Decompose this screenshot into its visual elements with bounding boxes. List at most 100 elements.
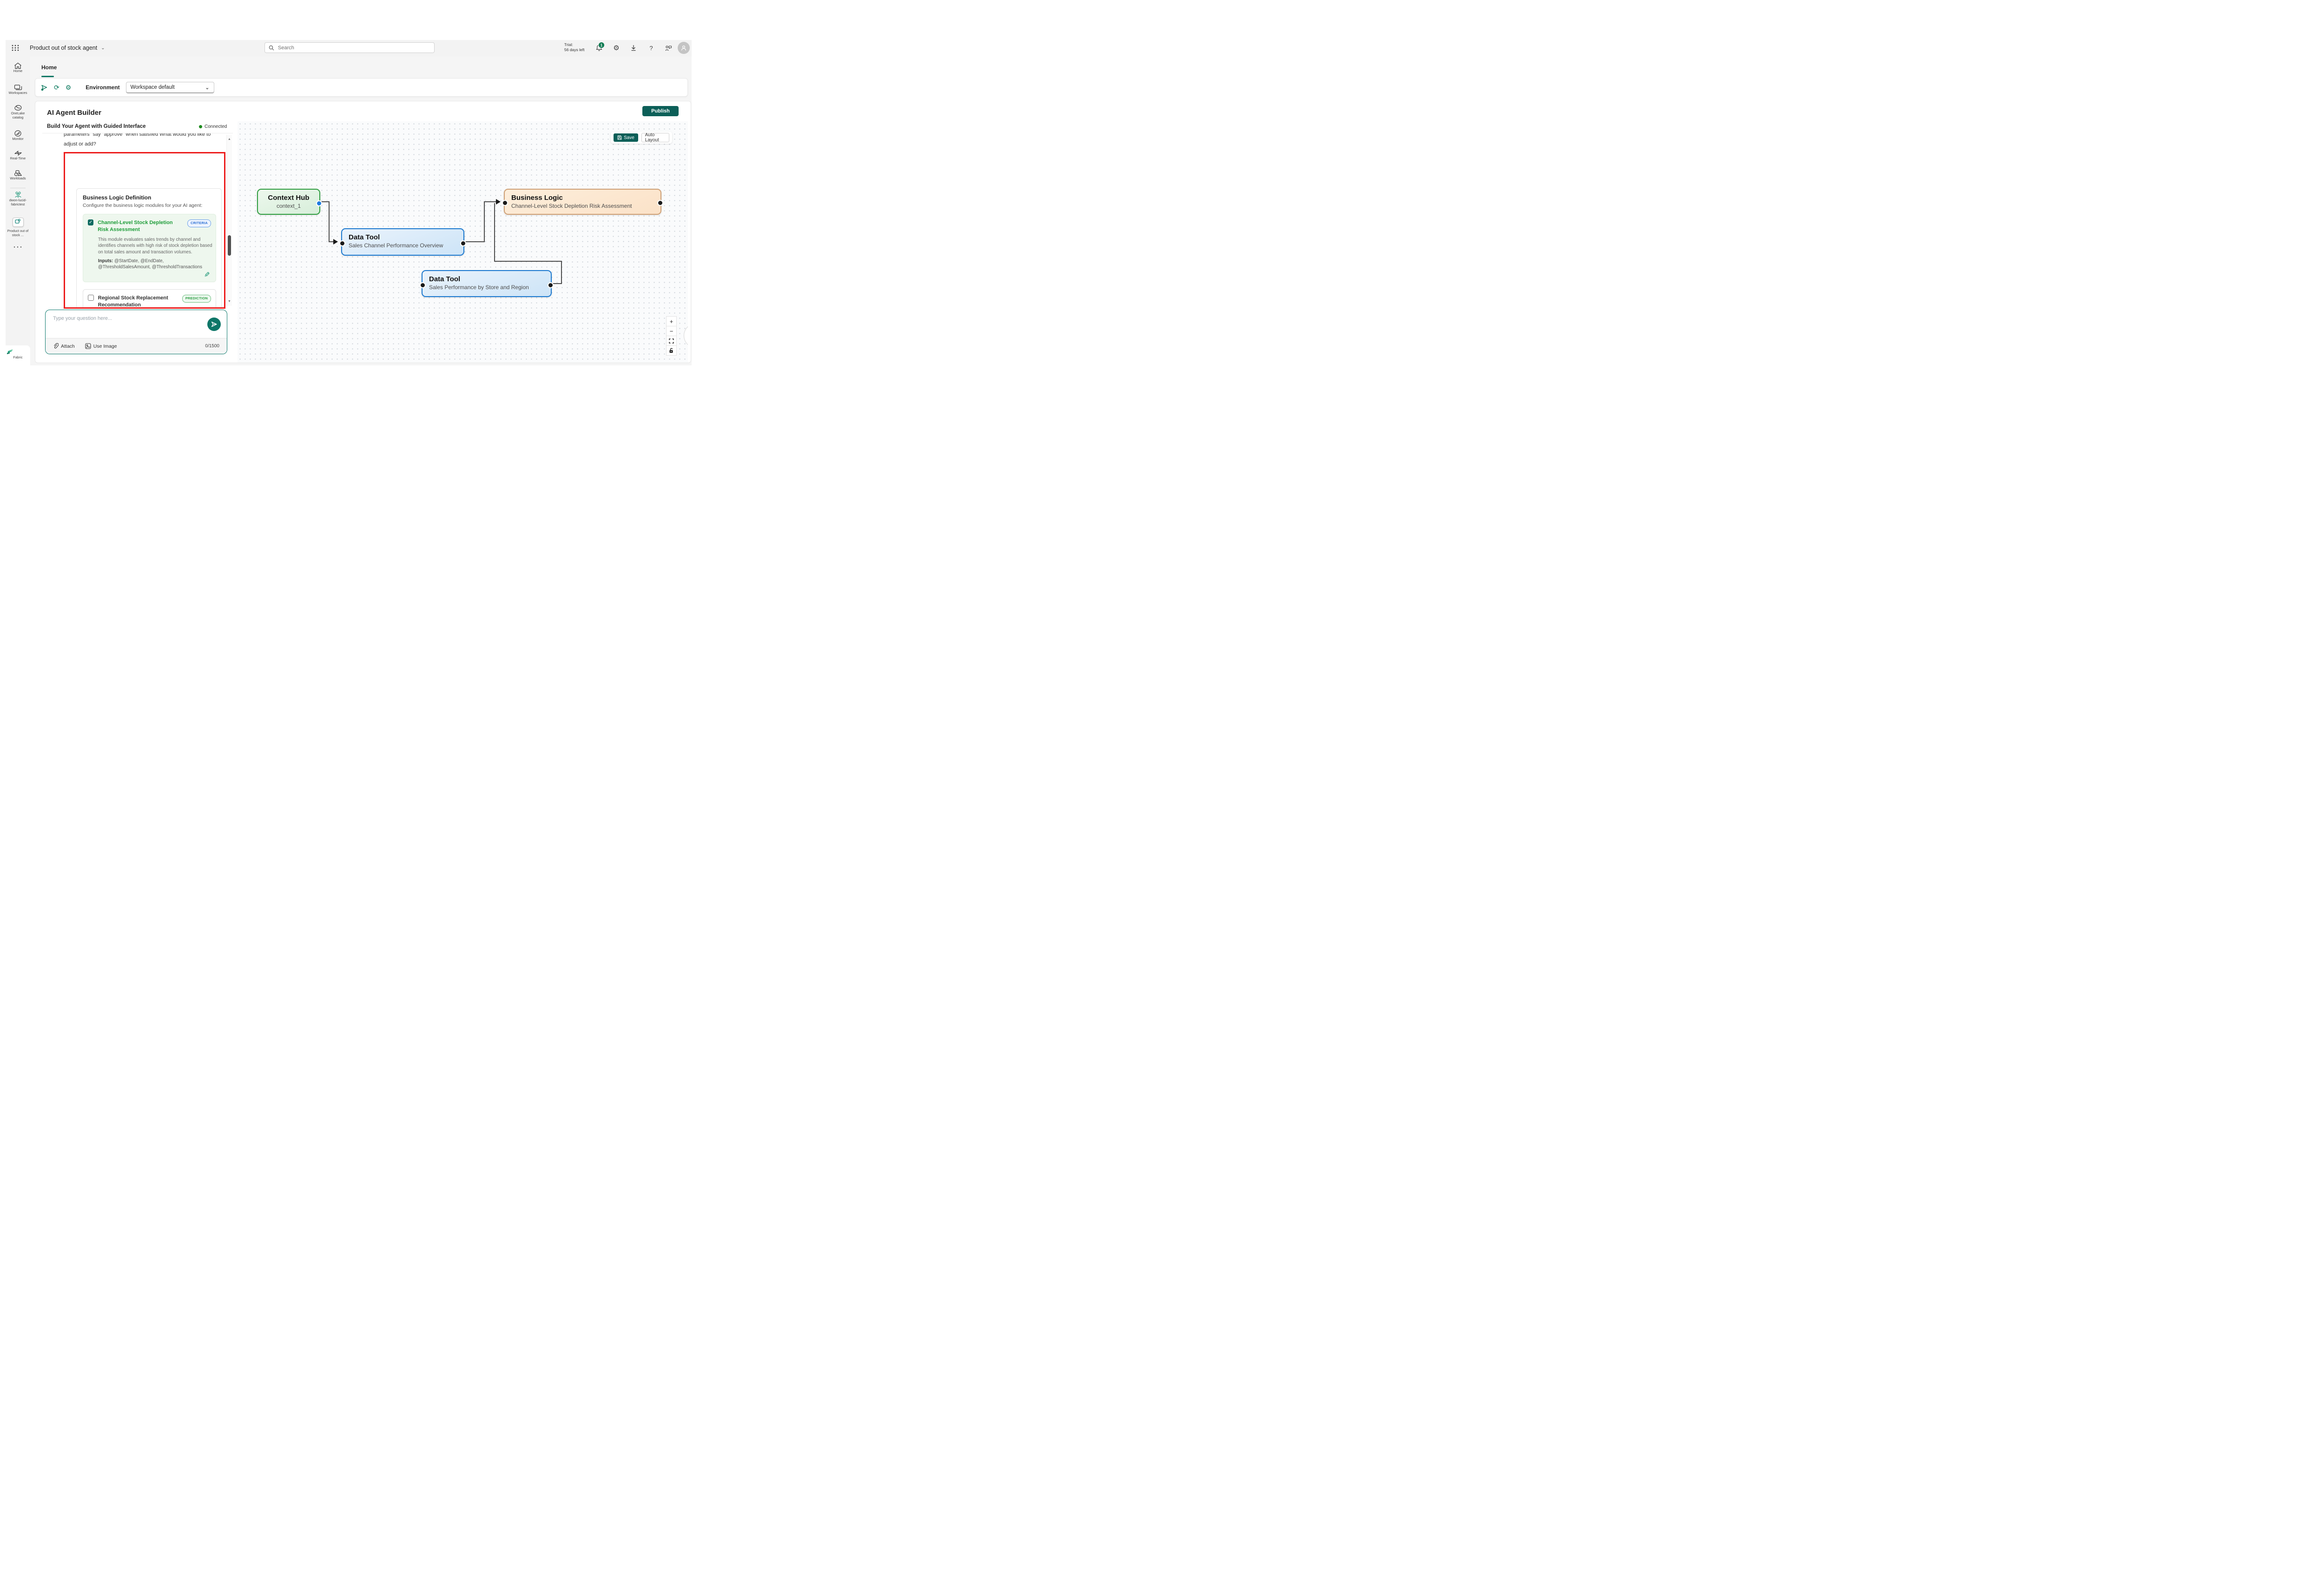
- sidebar-item-home[interactable]: Home: [6, 62, 30, 73]
- node-data-tool-2[interactable]: Data Tool Sales Performance by Store and…: [422, 270, 552, 297]
- fit-view-button[interactable]: [666, 336, 677, 346]
- port-in[interactable]: [339, 240, 345, 246]
- search-icon: [269, 45, 274, 51]
- workspace-dropdown[interactable]: Workspace default ⌄: [126, 82, 214, 93]
- chat-input-footer: Attach Use Image 0/1500: [46, 338, 227, 354]
- scrollbar-thumb[interactable]: [228, 235, 231, 256]
- question-input[interactable]: [52, 315, 193, 339]
- port-out[interactable]: [657, 200, 663, 206]
- edge-segment: [329, 201, 330, 242]
- people-group-icon: [13, 191, 23, 199]
- module1-description: This module evaluates sales trends by ch…: [98, 237, 215, 255]
- arrowhead-into-businesslogic: [496, 199, 501, 205]
- settings-gear-icon[interactable]: ⚙: [611, 43, 621, 53]
- port-in[interactable]: [420, 282, 426, 288]
- edit-pencil-icon[interactable]: ✎: [204, 271, 210, 279]
- module1-inputs: Inputs: @StartDate, @EndDate, @Threshold…: [98, 258, 215, 270]
- module1-checkbox[interactable]: ✓: [88, 219, 93, 225]
- onelake-icon: [14, 105, 22, 112]
- module2-title: Regional Stock Replacement Recommendatio…: [98, 295, 178, 307]
- app-launcher-icon[interactable]: [11, 44, 20, 52]
- fabric-logo[interactable]: [6, 345, 30, 356]
- sidebar-item-workspaces[interactable]: Workspaces: [6, 84, 30, 95]
- node-subtitle: Sales Performance by Store and Region: [429, 284, 544, 291]
- module-card-prediction[interactable]: Regional Stock Replacement Recommendatio…: [83, 289, 216, 307]
- save-button[interactable]: Save: [614, 133, 638, 142]
- node-context-hub[interactable]: Context Hub context_1: [257, 189, 320, 215]
- node-data-tool-1[interactable]: Data Tool Sales Channel Performance Over…: [341, 228, 464, 256]
- paperclip-icon: [53, 343, 59, 349]
- scroll-down-icon[interactable]: ▼: [227, 300, 231, 303]
- port-out[interactable]: [548, 282, 554, 288]
- run-icon[interactable]: [41, 84, 48, 91]
- send-icon: [211, 321, 218, 328]
- edge-peek-button[interactable]: [684, 323, 688, 348]
- search-input[interactable]: [277, 45, 430, 51]
- port-in[interactable]: [502, 200, 508, 206]
- chevron-down-icon: ⌄: [101, 46, 105, 51]
- sidebar-item-real-time[interactable]: Real-Time: [6, 150, 30, 161]
- auto-layout-button[interactable]: Auto Layout: [641, 133, 669, 142]
- sidebar-item-monitor[interactable]: Monitor: [6, 130, 30, 141]
- notifications-button[interactable]: 1: [594, 43, 604, 53]
- feedback-icon[interactable]: [663, 43, 673, 53]
- publish-button[interactable]: Publish: [642, 106, 679, 116]
- module2-checkbox[interactable]: [88, 295, 94, 301]
- screenshot-root: { "topbar": { "title": "Product out of s…: [0, 0, 697, 392]
- avatar[interactable]: [678, 42, 690, 54]
- scroll-up-icon[interactable]: ▲: [227, 138, 231, 141]
- sidebar-item-workloads[interactable]: Workloads: [6, 170, 30, 181]
- port-out[interactable]: [460, 240, 466, 246]
- character-counter: 0/1500: [205, 344, 219, 349]
- node-subtitle: Sales Channel Performance Overview: [349, 242, 457, 249]
- module2-badge: PREDICTION: [182, 295, 211, 303]
- lock-button[interactable]: [666, 345, 677, 356]
- workspace-title: Product out of stock agent: [30, 45, 97, 51]
- tab-home[interactable]: Home: [41, 63, 57, 77]
- page-title: AI Agent Builder: [47, 109, 101, 117]
- monitor-icon: [14, 130, 22, 137]
- fit-view-icon: [669, 338, 674, 344]
- node-business-logic[interactable]: Business Logic Channel-Level Stock Deple…: [504, 189, 661, 215]
- save-icon: [617, 135, 622, 140]
- downloads-icon[interactable]: [628, 43, 639, 53]
- person-icon: [680, 45, 687, 51]
- send-button[interactable]: [207, 318, 221, 331]
- attach-button[interactable]: Attach: [53, 343, 75, 349]
- home-icon: [14, 62, 22, 69]
- section-title: Business Logic Definition: [83, 194, 221, 201]
- real-time-icon: [14, 150, 22, 157]
- use-image-button[interactable]: Use Image: [85, 343, 117, 349]
- connected-dot-icon: [199, 125, 202, 128]
- chat-scrollbar[interactable]: ▲ ▼: [226, 135, 232, 306]
- node-subtitle: Channel-Level Stock Depletion Risk Asses…: [511, 202, 654, 210]
- help-icon[interactable]: ?: [646, 43, 656, 53]
- node-title: Context Hub: [264, 193, 313, 202]
- workspace-dropdown-value: Workspace default: [131, 85, 175, 90]
- sidebar-item-onelake-catalog[interactable]: OneLake catalog: [6, 105, 30, 120]
- sidebar-more-button[interactable]: • • •: [6, 245, 30, 249]
- zoom-in-button[interactable]: +: [666, 316, 677, 326]
- environment-settings-icon[interactable]: ⚙: [66, 84, 72, 92]
- agent-builder-card: AI Agent Builder Publish Build Your Agen…: [35, 101, 691, 363]
- chat-history[interactable]: parameters" say "approve" when satisfied…: [42, 133, 233, 307]
- edge-datatool1-to-businesslogic: [464, 241, 485, 242]
- flow-canvas[interactable]: Save Auto Layout Cont: [238, 121, 688, 363]
- lock-open-icon: [669, 348, 674, 353]
- business-logic-definition-card: Business Logic Definition Configure the …: [76, 188, 222, 307]
- notification-badge: 1: [598, 42, 605, 48]
- sidebar-item-workspace-dwon[interactable]: dwon-lucid-fabrictest: [6, 191, 30, 207]
- edge-segment: [494, 203, 495, 262]
- canvas-toolbar: Save Auto Layout: [611, 132, 672, 144]
- search-box[interactable]: [264, 42, 435, 53]
- sidebar-item-product-out-of-stock[interactable]: Product out of stock ...: [6, 218, 30, 238]
- chat-input-box: Attach Use Image 0/1500: [45, 310, 227, 354]
- zoom-out-button[interactable]: −: [666, 326, 677, 336]
- port-out[interactable]: [316, 200, 322, 206]
- panel-header: Build Your Agent with Guided Interface: [47, 124, 146, 129]
- refresh-icon[interactable]: ⟳: [54, 84, 59, 92]
- workspace-title-menu[interactable]: Product out of stock agent ⌄: [30, 45, 105, 51]
- top-bar: Product out of stock agent ⌄ Trial: 56 d…: [6, 40, 692, 56]
- workspaces-icon: [14, 84, 22, 91]
- module-card-criteria[interactable]: ✓ Channel-Level Stock Depletion Risk Ass…: [83, 214, 216, 282]
